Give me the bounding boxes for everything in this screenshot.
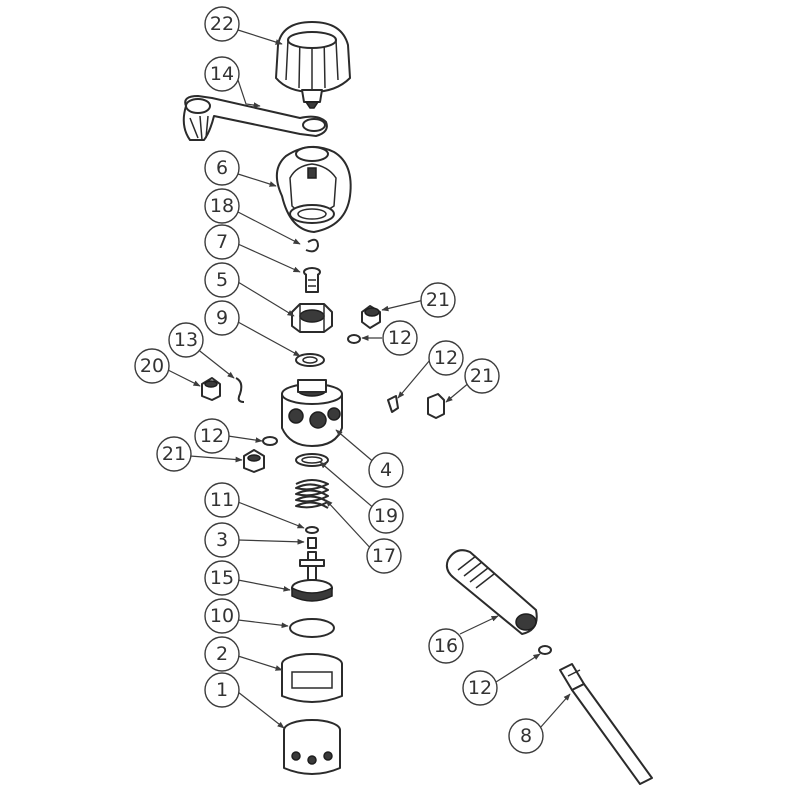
- callout-19-label: 19: [374, 505, 398, 527]
- part-washer-11: [305, 526, 319, 534]
- callout-21-left: 21: [156, 436, 192, 472]
- callout-16-label: 16: [434, 635, 458, 657]
- callout-21-right-label: 21: [470, 365, 494, 387]
- callout-13: 13: [168, 322, 204, 358]
- callout-17: 17: [366, 538, 402, 574]
- part-plug-20: [201, 377, 221, 401]
- part-o-ring: [289, 618, 335, 638]
- part-ring-12-left: [262, 436, 278, 446]
- callout-6-label: 6: [216, 157, 228, 179]
- callout-5: 5: [204, 262, 240, 298]
- part-clip-13: [235, 377, 245, 403]
- callout-18: 18: [204, 188, 240, 224]
- callout-6: 6: [204, 150, 240, 186]
- callout-11: 11: [204, 482, 240, 518]
- part-plug-21-upper: [361, 305, 381, 329]
- callout-3: 3: [204, 522, 240, 558]
- callout-9-label: 9: [216, 307, 228, 329]
- callout-20: 20: [134, 348, 170, 384]
- part-pin: [303, 267, 321, 293]
- part-coupler: [445, 549, 538, 635]
- callout-1: 1: [204, 672, 240, 708]
- part-small-pin: [307, 537, 317, 549]
- callout-19: 19: [368, 498, 404, 534]
- callout-5-label: 5: [216, 269, 228, 291]
- part-nut: [291, 303, 333, 333]
- part-valve-body: [281, 379, 343, 447]
- callout-17-label: 17: [372, 545, 396, 567]
- part-spring: [295, 479, 329, 509]
- callout-16: 16: [428, 628, 464, 664]
- callout-2: 2: [204, 636, 240, 672]
- callout-21-upper: 21: [420, 282, 456, 318]
- callout-12-upper-label: 12: [388, 327, 412, 349]
- part-lever: [182, 95, 328, 141]
- callout-4-label: 4: [380, 459, 392, 481]
- part-cage: [275, 145, 352, 233]
- part-hose: [559, 663, 653, 785]
- callout-10: 10: [204, 598, 240, 634]
- callout-20-label: 20: [140, 355, 164, 377]
- callout-11-label: 11: [210, 489, 234, 511]
- callout-15: 15: [204, 560, 240, 596]
- callout-14: 14: [204, 56, 240, 92]
- part-ring-12-lower: [538, 645, 552, 655]
- callout-2-label: 2: [216, 643, 228, 665]
- callout-1-label: 1: [216, 679, 228, 701]
- callout-12-right: 12: [428, 340, 464, 376]
- callout-22: 22: [204, 6, 240, 42]
- callout-18-label: 18: [210, 195, 234, 217]
- callout-3-label: 3: [216, 529, 228, 551]
- callout-7: 7: [204, 224, 240, 260]
- callout-12-left: 12: [194, 418, 230, 454]
- callout-7-label: 7: [216, 231, 228, 253]
- part-ring-12-upper: [347, 334, 361, 344]
- callout-8: 8: [508, 718, 544, 754]
- callout-9: 9: [204, 300, 240, 336]
- callout-21-right: 21: [464, 358, 500, 394]
- callout-21-upper-label: 21: [426, 289, 450, 311]
- callout-12-right-label: 12: [434, 347, 458, 369]
- part-sleeve: [283, 719, 341, 775]
- part-plug-21-right: [427, 393, 445, 419]
- callout-15-label: 15: [210, 567, 234, 589]
- callout-4: 4: [368, 452, 404, 488]
- part-stem: [291, 551, 333, 602]
- part-knob: [275, 21, 351, 109]
- callout-8-label: 8: [520, 725, 532, 747]
- callout-14-label: 14: [210, 63, 234, 85]
- part-clip-12-right: [387, 395, 399, 413]
- callout-12-lower-label: 12: [468, 677, 492, 699]
- leader-lines: [167, 29, 571, 729]
- callout-21-left-label: 21: [162, 443, 186, 465]
- callout-13-label: 13: [174, 329, 198, 351]
- part-washer-9: [295, 353, 325, 367]
- callout-12-lower: 12: [462, 670, 498, 706]
- callout-10-label: 10: [210, 605, 234, 627]
- callout-22-label: 22: [210, 13, 234, 35]
- part-clip: [305, 238, 319, 253]
- callout-12-left-label: 12: [200, 425, 224, 447]
- part-housing: [281, 653, 343, 703]
- callout-12-upper: 12: [382, 320, 418, 356]
- part-plug-21-left: [243, 449, 265, 473]
